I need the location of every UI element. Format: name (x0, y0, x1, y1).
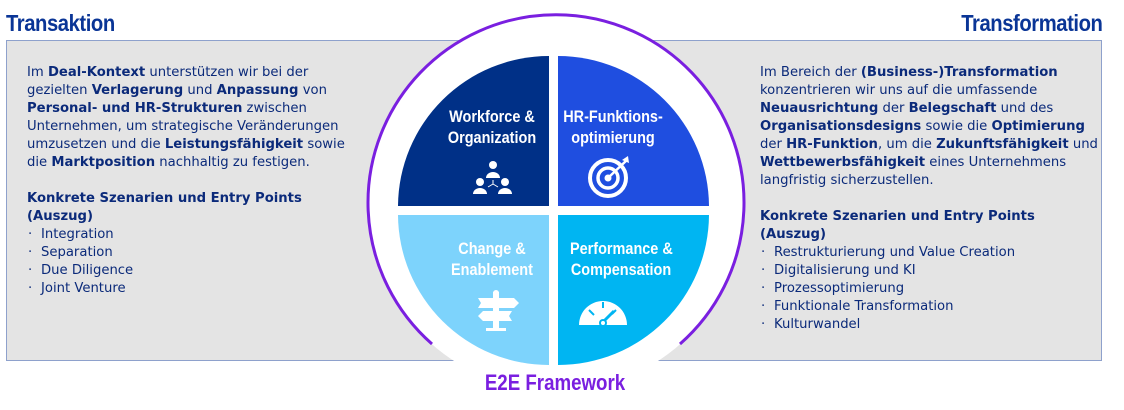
highlight-term: Deal-Kontext (47, 65, 146, 80)
text-run: Im (27, 65, 48, 80)
scenario-item: Integration (27, 226, 367, 244)
scenario-item: Due Diligence (27, 262, 367, 280)
transaktion-heading: Transaktion (6, 10, 115, 36)
transformation-heading: Transformation (960, 10, 1103, 36)
quadrant-label-performance: Performance & Compensation (570, 238, 673, 280)
quadrant-label-hr: HR-Funktions- optimierung (562, 106, 664, 148)
text-run: zwischen Unternehmen, um strategische Ve… (27, 101, 339, 152)
quadrant-label-line: Enablement (451, 260, 533, 279)
scenario-item: Funktionale Transformation (760, 298, 1100, 316)
scenario-item: Joint Venture (27, 280, 367, 298)
quadrant-label-line: optimierung (571, 128, 655, 147)
highlight-term: Marktposition (51, 155, 156, 170)
highlight-term: Organisationsdesigns (760, 119, 922, 134)
quadrant-label-line: Performance & (570, 239, 673, 258)
text-run: konzentrieren wir uns auf die umfassende (760, 83, 1038, 98)
people-network-icon (473, 161, 512, 194)
scenario-item: Restrukturierung und Value Creation (760, 244, 1100, 262)
scenario-item: Separation (27, 244, 367, 262)
text-run: nachhaltig zu festigen. (155, 155, 310, 170)
highlight-term: Wettbewerbsfähigkeit (760, 155, 926, 170)
transformation-description: Im Bereich der (Business-)Transformation… (760, 64, 1100, 190)
highlight-term: (Business-)Transformation (860, 65, 1058, 80)
text-run: der (760, 137, 787, 152)
text-run: und (1068, 137, 1098, 152)
highlight-term: Personal- und HR-Strukturen (27, 101, 243, 116)
transformation-column: Im Bereich der (Business-)Transformation… (760, 64, 1100, 334)
target-icon (588, 156, 629, 198)
highlight-term: Leistungsfähigkeit (164, 137, 304, 152)
signpost-icon (478, 290, 519, 331)
transaktion-scenarios-list: IntegrationSeparationDue DiligenceJoint … (27, 226, 367, 298)
highlight-term: Belegschaft (908, 101, 997, 116)
scenario-item: Kulturwandel (760, 316, 1100, 334)
quadrant-label-line: Workforce & (449, 107, 535, 126)
quadrant-label-line: Compensation (570, 260, 672, 279)
text-run: , um die (877, 137, 937, 152)
transaktion-description: Im Deal-Kontext unterstützen wir bei der… (27, 64, 367, 172)
text-run: unterstützen wir bei der gezielten (27, 65, 309, 98)
transaktion-column: Im Deal-Kontext unterstützen wir bei der… (27, 64, 367, 298)
text-run: der (878, 101, 909, 116)
text-run: und des (996, 101, 1054, 116)
e2e-framework-label: E2E Framework (484, 370, 626, 395)
transformation-scenarios-list: Restrukturierung und Value CreationDigit… (760, 244, 1100, 334)
highlight-term: Anpassung (216, 83, 299, 98)
scenario-item: Digitalisierung und KI (760, 262, 1100, 280)
transaktion-scenarios-title: Konkrete Szenarien und Entry Points (Aus… (27, 191, 302, 224)
text-run: sowie die (921, 119, 992, 134)
transformation-scenarios-title: Konkrete Szenarien und Entry Points (Aus… (760, 209, 1035, 242)
text-run: von (298, 83, 327, 98)
quadrant-change-enablement[interactable] (398, 215, 549, 366)
highlight-term: Optimierung (991, 119, 1085, 134)
quadrant-label-workforce: Workforce & Organization (441, 106, 543, 148)
quadrant-workforce-organization[interactable] (398, 55, 549, 206)
framework-ring (366, 13, 746, 346)
quadrant-performance-compensation[interactable] (558, 215, 709, 365)
quadrant-hr-funktionsoptimierung[interactable] (558, 56, 709, 206)
scenario-item: Prozessoptimierung (760, 280, 1100, 298)
text-run: Im Bereich der (760, 65, 861, 80)
quadrant-label-line: HR-Funktions- (563, 107, 663, 126)
highlight-term: Verlagerung (91, 83, 184, 98)
gauge-icon (579, 301, 627, 327)
label-backdrop (380, 362, 732, 410)
highlight-term: HR-Funktion (786, 137, 878, 152)
text-run: sowie die (27, 137, 345, 170)
text-run: und (183, 83, 217, 98)
quadrant-label-change: Change & Enablement (441, 238, 543, 280)
text-run: eines Unternehmens langfristig sicherzus… (760, 155, 1067, 188)
highlight-term: Neuausrichtung (760, 101, 879, 116)
quadrant-label-line: Change & (458, 239, 526, 258)
highlight-term: Zukunftsfähigkeit (936, 137, 1069, 152)
quadrant-label-line: Organization (447, 128, 537, 147)
